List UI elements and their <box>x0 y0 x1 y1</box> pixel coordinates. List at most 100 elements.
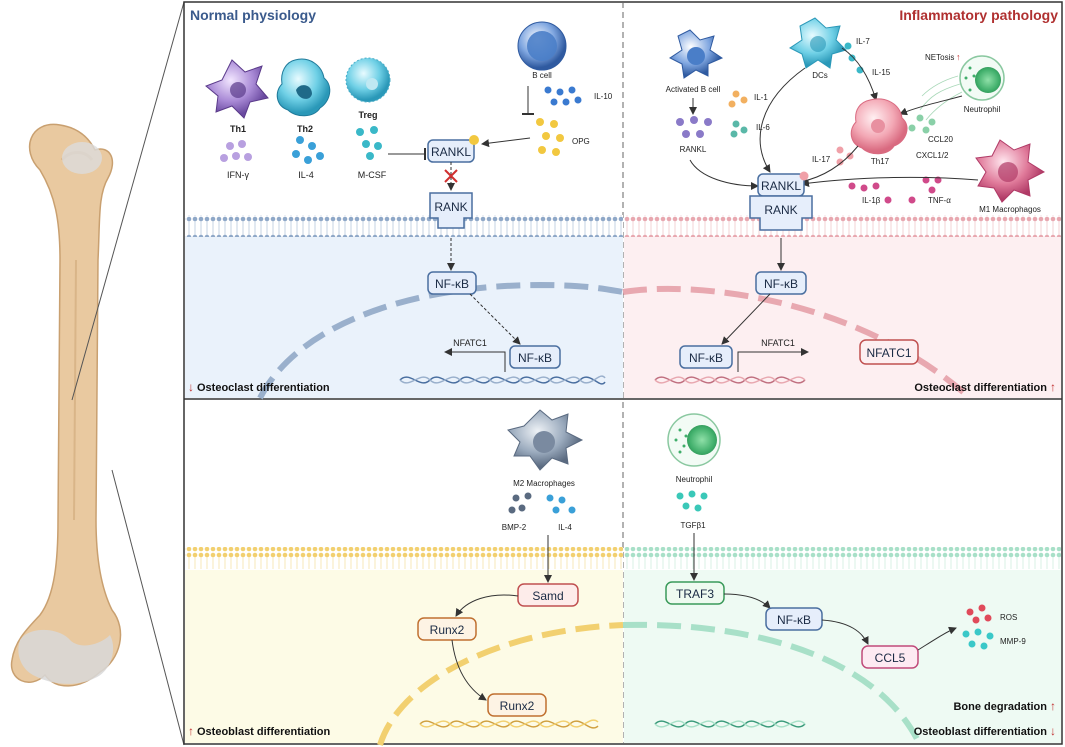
th2-label: Th2 <box>297 124 313 134</box>
nucleus-envelope-bottom-right <box>622 621 923 747</box>
svg-text:RANKL: RANKL <box>431 145 471 159</box>
rank-receptor-normal <box>429 192 473 229</box>
il4-dots-top <box>292 136 324 164</box>
nfkb-box-normal-1 <box>427 271 477 295</box>
nfatc1-box-inflammatory <box>859 339 919 365</box>
mcsf-label: M-CSF <box>358 170 387 180</box>
dna-strand-bottom-right <box>654 720 806 728</box>
ifn-gamma-dots <box>220 140 252 162</box>
svg-text:TRAF3: TRAF3 <box>676 587 714 601</box>
svg-text:RANKL: RANKL <box>761 179 801 193</box>
rankl-dots-activated <box>676 116 712 138</box>
dna-strand-top-left <box>399 375 606 385</box>
ccl20-cxcl-dots <box>908 114 936 134</box>
th1-cell-icon <box>205 59 269 119</box>
th17-label: Th17 <box>871 157 890 166</box>
osteoblast-diff-footer-normal: Osteoblast differentiation <box>197 726 331 738</box>
ccl20-label: CCL20 <box>928 135 953 144</box>
th17-cell-icon <box>850 98 908 155</box>
rank-receptor-inflammatory <box>749 195 813 231</box>
svg-text:Runx2: Runx2 <box>430 623 465 637</box>
il17-label: IL-17 <box>812 155 831 164</box>
nfkb-box-normal-2 <box>509 345 561 369</box>
osteoblast-diff-footer-inflammatory: Osteoblast differentiation <box>914 726 1048 738</box>
footer-arrow-bottom-right: ↓ <box>1050 724 1056 738</box>
m1-macrophage-icon <box>975 139 1046 203</box>
opg-label: OPG <box>572 137 590 146</box>
dendritic-cell-icon <box>789 17 847 69</box>
inflammatory-pathology-title: Inflammatory pathology <box>899 7 1058 23</box>
netosis-up-arrow: ↑ <box>956 52 961 62</box>
footer-arrow-bottom-left: ↑ <box>188 724 194 738</box>
il1-dots <box>728 90 748 108</box>
mcsf-dots <box>356 126 382 160</box>
b-cell-icon <box>517 21 567 71</box>
tnfa-dots <box>908 176 942 204</box>
il6-dots <box>730 120 748 138</box>
nucleus-envelope-bottom-left <box>377 622 624 746</box>
tgfb1-dots <box>676 490 708 512</box>
b-cell-label: B cell <box>532 71 552 80</box>
ifn-gamma-label: IFN-γ <box>227 170 249 180</box>
il4-label-top: IL-4 <box>298 170 314 180</box>
femur-bone-illustration <box>10 123 122 687</box>
runx2-box-1 <box>417 617 477 641</box>
dcs-label: DCs <box>812 71 828 80</box>
nfkb-box-bottom <box>765 607 823 631</box>
treg-cell-icon <box>345 57 391 103</box>
neutrophil-label-bottom: Neutrophil <box>676 475 713 484</box>
osteoclast-diff-footer-normal: Osteoclast differentiation <box>197 382 330 394</box>
svg-text:Runx2: Runx2 <box>500 699 535 713</box>
svg-text:CCL5: CCL5 <box>875 651 906 665</box>
footer-arrow-bone-degradation: ↑ <box>1050 699 1056 713</box>
svg-text:NFATC1: NFATC1 <box>866 346 911 360</box>
runx2-box-2 <box>487 693 547 717</box>
bone-degradation-footer: Bone degradation <box>953 701 1047 713</box>
netosis-label: NETosis <box>925 53 954 62</box>
il6-label: IL-6 <box>756 123 770 132</box>
opg-dots <box>536 118 564 156</box>
membrane-bottom-right <box>624 547 1061 569</box>
th2-cell-icon <box>276 58 331 117</box>
mmp9-label: MMP-9 <box>1000 637 1026 646</box>
m2-macrophages-label: M2 Macrophages <box>513 479 575 488</box>
cxcl-label: CXCL1/2 <box>916 151 949 160</box>
il17-dots <box>836 146 854 166</box>
m1-macrophage-label: M1 Macrophagos <box>979 205 1041 214</box>
footer-arrow-top-left: ↓ <box>188 380 194 394</box>
bmp2-label: BMP-2 <box>502 523 527 532</box>
zoom-line-bottom <box>111 469 185 746</box>
ros-label: ROS <box>1000 613 1017 622</box>
samd-box <box>517 583 579 607</box>
il4-label-bottom: IL-4 <box>558 523 572 532</box>
osteoclast-diff-footer-inflammatory: Osteoclast differentiation <box>914 382 1047 394</box>
footer-arrow-top-right: ↑ <box>1050 380 1056 394</box>
mmp9-dots <box>962 628 994 650</box>
th1-label: Th1 <box>230 124 246 134</box>
neutrophil-icon-top <box>919 55 1005 121</box>
normal-physiology-title: Normal physiology <box>190 7 316 23</box>
tgfb1-label: TGFβ1 <box>680 521 706 530</box>
nfkb-box-inflammatory-1 <box>755 271 807 295</box>
activated-b-cell-icon <box>669 29 724 79</box>
membrane-top-left <box>185 215 623 237</box>
bmp2-il4-dots <box>508 492 576 514</box>
svg-text:Samd: Samd <box>532 589 563 603</box>
il1b-label: IL-1β <box>862 196 881 205</box>
zoom-line-top <box>71 1 185 401</box>
il10-label: IL-10 <box>594 92 613 101</box>
ccl5-box <box>861 645 919 669</box>
opg-to-rankl-arrow <box>481 137 531 148</box>
nfatc1-label-normal: NFATC1 <box>453 338 487 348</box>
il7-label: IL-7 <box>856 37 870 46</box>
activated-b-cell-label: Activated B cell <box>666 85 721 94</box>
nfkb-box-inflammatory-2 <box>679 345 733 369</box>
ros-dots <box>966 604 992 624</box>
svg-text:NF-κB: NF-κB <box>764 277 798 291</box>
svg-text:NF-κB: NF-κB <box>777 613 811 627</box>
neutrophil-icon-bottom <box>667 413 721 467</box>
rankl-small-label: RANKL <box>680 145 707 154</box>
svg-text:NF-κB: NF-κB <box>435 277 469 291</box>
membrane-top-right <box>624 215 1061 237</box>
